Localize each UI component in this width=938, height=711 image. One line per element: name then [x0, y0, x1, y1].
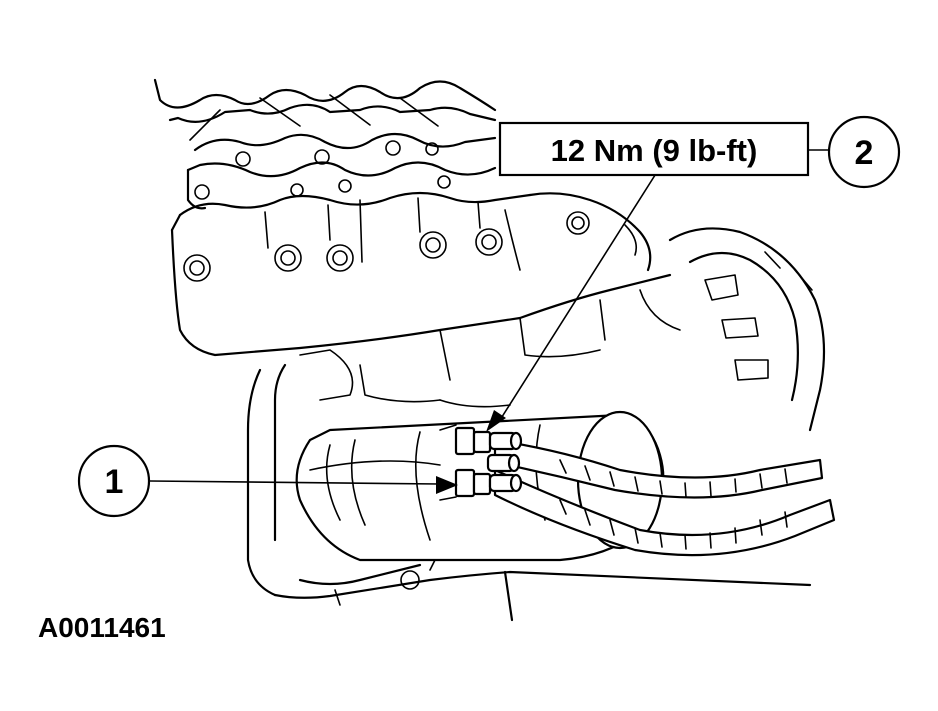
engine-illustration [153, 78, 826, 622]
callout-1-number: 1 [105, 463, 124, 501]
oil-cooler-lines [439, 424, 836, 557]
figure-id: A0011461 [38, 612, 166, 643]
torque-spec-text: 12 Nm (9 lb-ft) [551, 133, 758, 168]
callout-2-number: 2 [855, 134, 874, 172]
arrowhead-2 [486, 410, 506, 432]
arrowhead-1 [436, 476, 458, 494]
callout-2: 2 [827, 115, 901, 189]
callout-1: 1 [77, 444, 151, 518]
leader-lines [149, 149, 829, 494]
torque-spec-label: 12 Nm (9 lb-ft) [498, 121, 810, 177]
